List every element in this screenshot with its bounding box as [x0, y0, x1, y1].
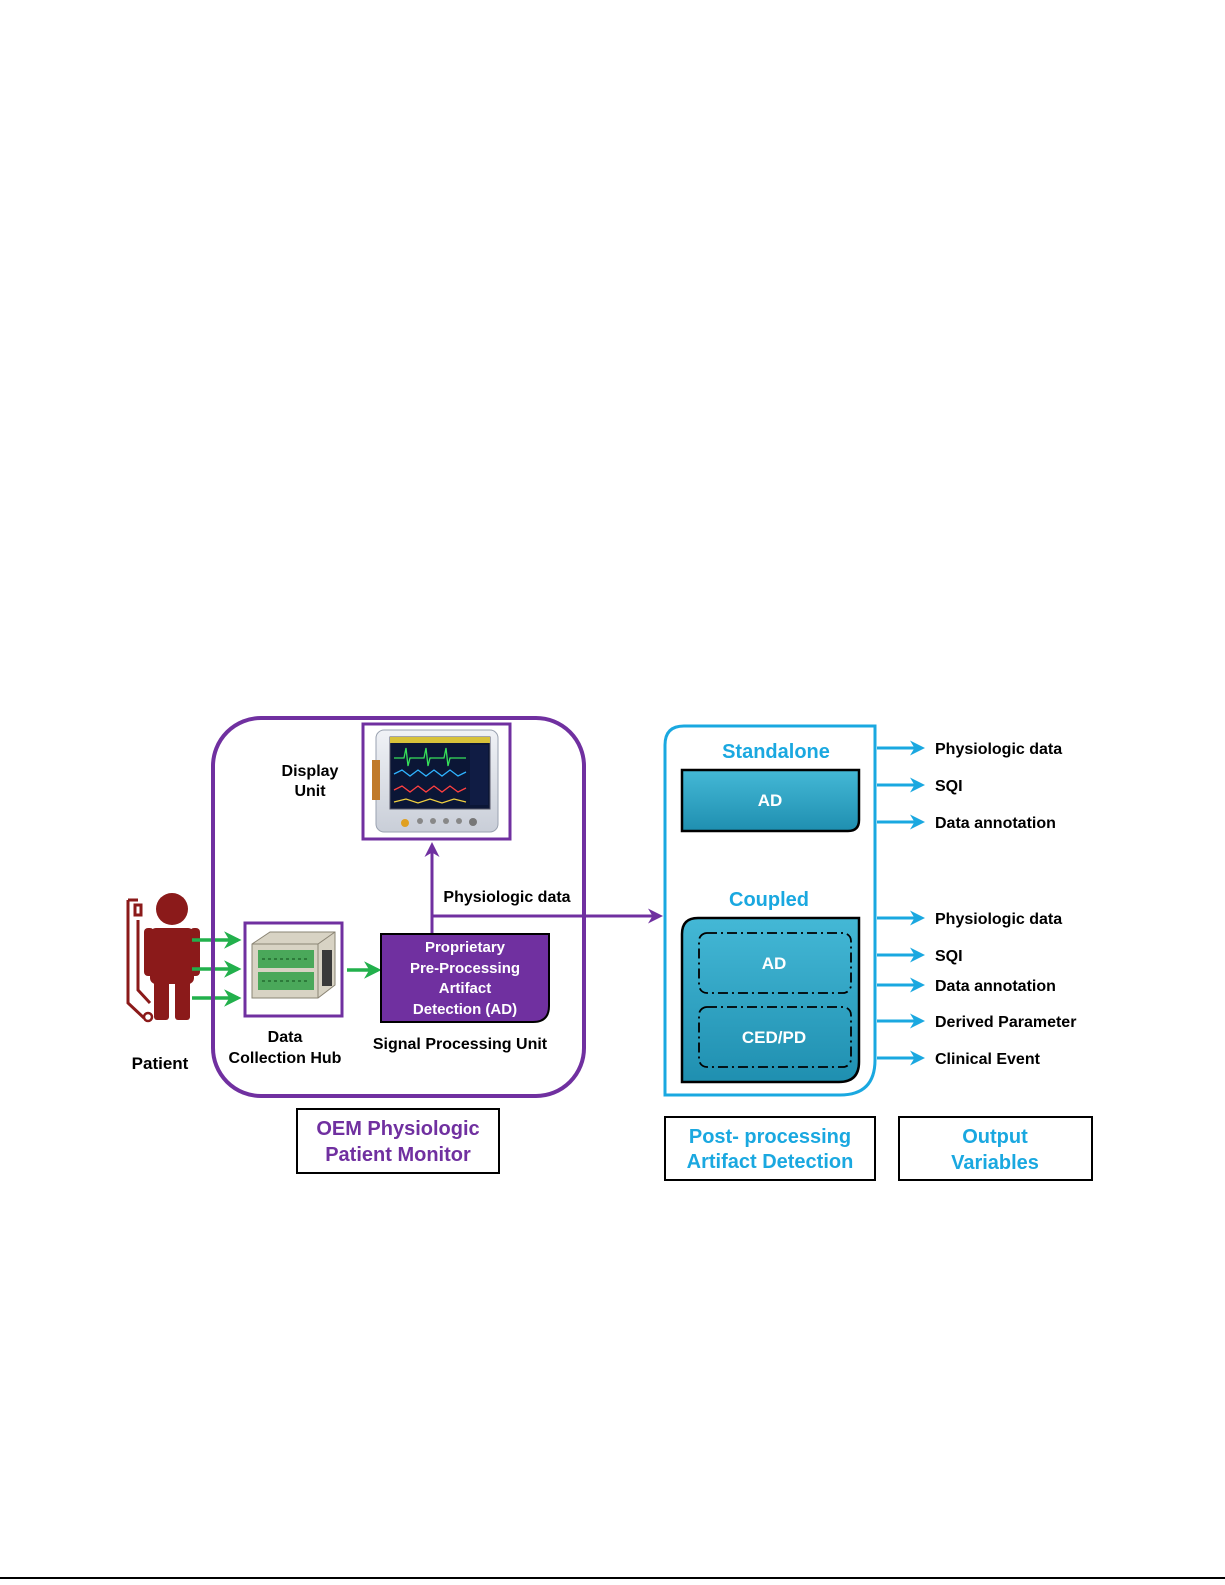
- hub-label-line2: Collection Hub: [229, 1050, 342, 1067]
- oem-monitor-container: [211, 716, 586, 1098]
- standalone-ad-box: [680, 768, 861, 833]
- coupled-ced-pd-region: [698, 1006, 852, 1068]
- output-arrows: [877, 740, 925, 1066]
- signal-processing-box: [380, 933, 550, 1023]
- post-processing-legend-line1: Post- processing: [689, 1126, 851, 1148]
- standalone-ad-label: AD: [758, 791, 783, 810]
- processor-line-2: Pre-Processing: [410, 960, 520, 977]
- display-unit-label-line2: Unit: [294, 783, 326, 800]
- coupled-output-3: Data annotation: [935, 978, 1056, 995]
- coupled-box: [680, 916, 861, 1084]
- coupled-title: Coupled: [729, 889, 809, 911]
- coupled-output-2: SQI: [935, 948, 963, 965]
- coupled-output-5: Clinical Event: [935, 1051, 1041, 1068]
- standalone-output-1: Physiologic data: [935, 741, 1062, 758]
- display-unit-label-line1: Display: [282, 763, 339, 780]
- physiologic-data-arrows: [424, 842, 663, 933]
- output-legend-line2: Variables: [951, 1152, 1039, 1174]
- standalone-output-2: SQI: [935, 778, 963, 795]
- patient-monitor-screen-icon: [361, 722, 512, 841]
- coupled-output-1: Physiologic data: [935, 911, 1062, 928]
- patient-with-iv-icon: [126, 893, 200, 1023]
- signal-processing-caption: Signal Processing Unit: [373, 1036, 548, 1053]
- processor-line-4: Detection (AD): [413, 1001, 517, 1018]
- standalone-title: Standalone: [722, 741, 830, 763]
- coupled-ad-region: [698, 932, 852, 994]
- post-processing-legend-box: [664, 1116, 876, 1181]
- patient-label: Patient: [132, 1054, 189, 1073]
- coupled-ced-pd-label: CED/PD: [742, 1028, 806, 1047]
- oem-legend-box: [296, 1108, 500, 1174]
- data-collection-hub-device-icon: [243, 921, 344, 1018]
- coupled-output-4: Derived Parameter: [935, 1014, 1076, 1031]
- processor-line-3: Artifact: [439, 980, 492, 997]
- hub-label-line1: Data: [268, 1029, 303, 1046]
- oem-legend-line2: Patient Monitor: [325, 1144, 471, 1166]
- page-bottom-rule: [0, 1577, 1225, 1579]
- post-processing-legend-line2: Artifact Detection: [687, 1151, 854, 1173]
- output-legend-box: [898, 1116, 1093, 1181]
- output-legend-line1: Output: [962, 1126, 1028, 1148]
- coupled-ad-label: AD: [762, 954, 787, 973]
- post-processing-container: [663, 724, 877, 1097]
- processor-line-1: Proprietary: [425, 939, 506, 956]
- physiologic-data-arrow-label: Physiologic data: [443, 889, 570, 906]
- standalone-output-3: Data annotation: [935, 815, 1056, 832]
- oem-legend-line1: OEM Physiologic: [316, 1118, 479, 1140]
